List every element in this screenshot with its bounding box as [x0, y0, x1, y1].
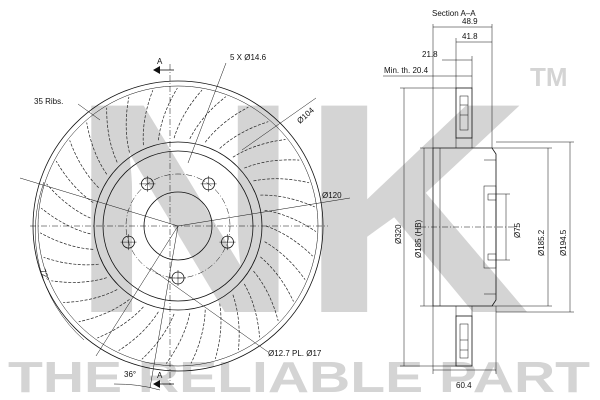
cooling-vane [214, 303, 222, 359]
pcd-leader [241, 97, 317, 151]
diam-120-leader [177, 197, 351, 227]
cooling-vane [125, 96, 130, 153]
cooling-vane [244, 159, 300, 169]
cooling-vane [232, 139, 286, 158]
min-thickness: Min. th. 20.4 [384, 66, 429, 75]
dim-75-label: Ø75 [513, 222, 522, 238]
section-title: Section A–A [432, 9, 476, 18]
dim-194-5-label: Ø194.5 [559, 229, 568, 256]
cooling-vane [106, 107, 118, 163]
section-letter-bottom: A [157, 371, 163, 380]
section-marker-top: A [153, 57, 174, 74]
cooling-vane [260, 194, 315, 208]
cooling-vane [189, 96, 227, 139]
dim-48-9: 48.9 [462, 17, 478, 26]
cooling-vane [43, 256, 99, 266]
cooling-vane [63, 289, 118, 303]
cooling-vane [40, 232, 94, 250]
cooling-vanes [40, 87, 317, 364]
dim-21-8: 21.8 [422, 50, 438, 59]
cooling-vane [46, 183, 91, 219]
dim-185hb-label: Ø185 (HB) [414, 219, 423, 258]
brand-logo: NK [70, 40, 530, 376]
cooling-vane [243, 283, 260, 338]
ribs-label: 35 Ribs. [34, 97, 63, 106]
dim-41-8: 41.8 [462, 32, 478, 41]
friction-ring-top [455, 87, 473, 139]
cooling-vane [118, 311, 159, 351]
friction-ring-bottom [455, 315, 473, 367]
angle-36-label: 36° [124, 370, 136, 379]
holes-leader [187, 62, 227, 164]
cooling-vane [260, 256, 294, 302]
cooling-vane [51, 277, 107, 283]
cooling-vane [253, 270, 279, 321]
cooling-vane [232, 294, 240, 351]
cooling-vane [204, 106, 249, 143]
cooling-vane [141, 313, 175, 360]
dim-320-label: Ø320 [394, 224, 403, 244]
cooling-vane [190, 309, 206, 364]
cooling-vane [69, 140, 99, 189]
section-marker-bottom: A [153, 371, 174, 388]
angle-72-label: 72° [38, 268, 51, 282]
cooling-vane [264, 241, 306, 280]
brand-slogan: THE RELIABLE PART [8, 353, 590, 400]
cooling-vane [55, 160, 94, 203]
aux-holes-leader [149, 267, 269, 353]
brand-watermark: NK TM THE RELIABLE PART [8, 40, 590, 400]
dim-185-2-label: Ø185.2 [537, 229, 546, 256]
cooling-vane [253, 178, 310, 184]
angle-36-line [149, 225, 179, 389]
cooling-vane [165, 313, 191, 364]
cooling-vane [158, 87, 178, 141]
angle-36-arc [113, 383, 161, 391]
aux-holes-label: Ø12.7 PL. Ø17 [268, 349, 322, 358]
section-view: Section A–A 48.9 41.8 21.8 Min. th. 20.4 [383, 9, 574, 390]
cooling-vane [78, 299, 130, 323]
ribs-leader [77, 103, 101, 121]
cooling-vane [86, 122, 108, 175]
cooling-vane [173, 89, 203, 139]
angle-72-arc [35, 181, 85, 341]
diam-120-label: Ø120 [322, 191, 342, 200]
stud-holes [120, 175, 236, 286]
cooling-vane [40, 207, 91, 235]
section-letter-top: A [157, 57, 163, 66]
dim-60-4-label: 60.4 [456, 381, 472, 390]
holes-label: 5 X Ø14.6 [230, 53, 267, 62]
cooling-vane [265, 225, 313, 257]
cooling-vane [219, 121, 269, 149]
cooling-vane [142, 90, 154, 146]
cooling-vane [264, 209, 317, 232]
trademark-mark: TM [530, 62, 568, 92]
cooling-vane [97, 306, 144, 339]
